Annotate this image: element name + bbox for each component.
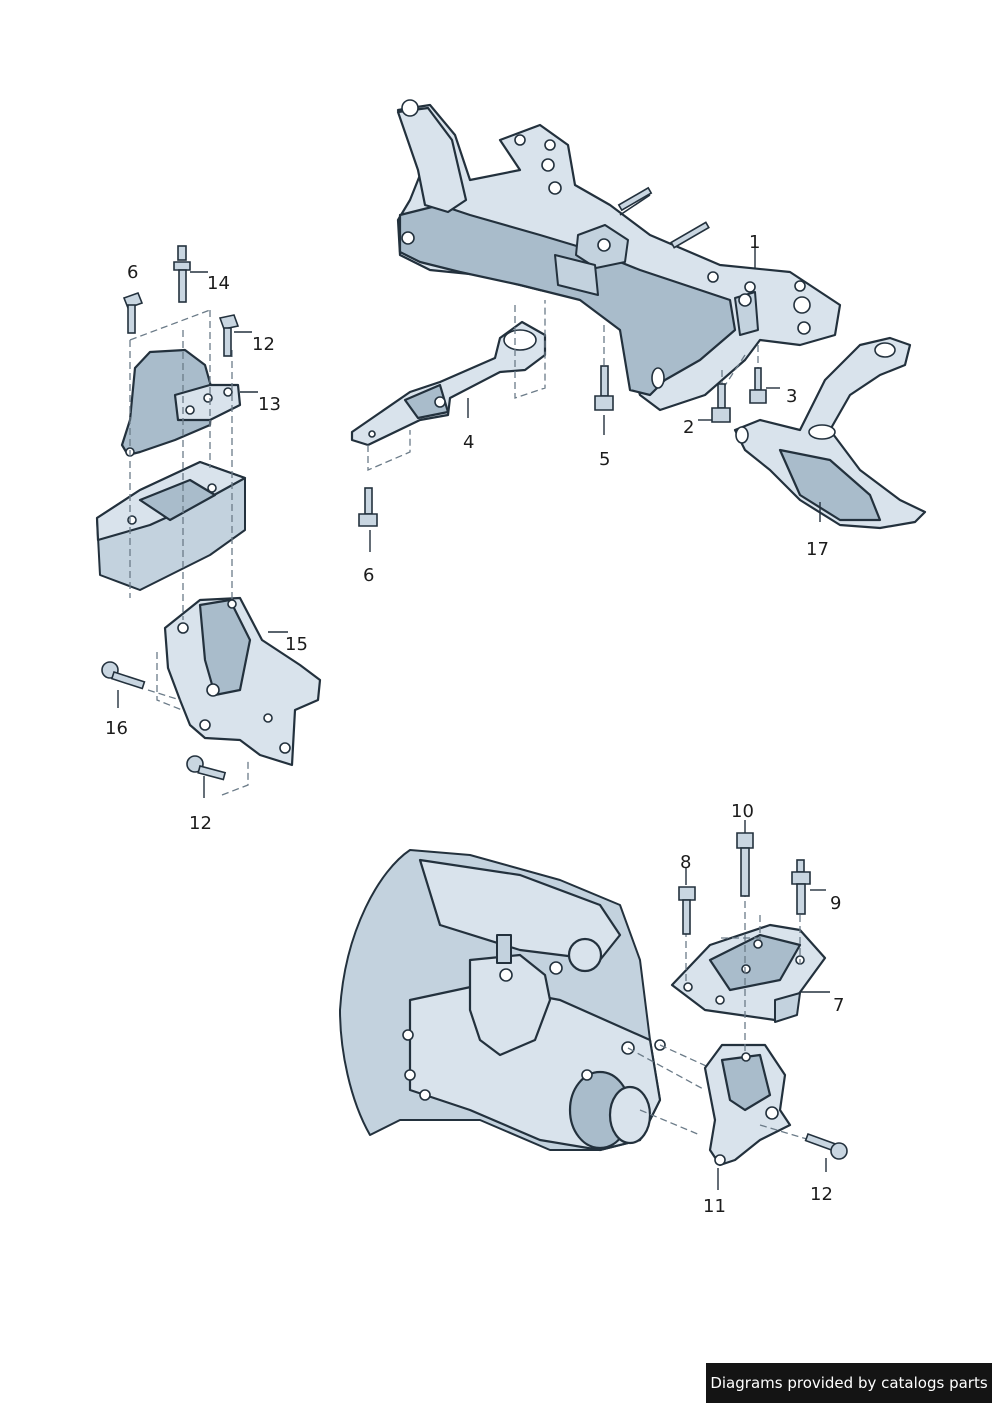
gearbox-bracket (703, 1043, 811, 1167)
bolt-icon (804, 1132, 848, 1160)
engine-mount-left (120, 348, 242, 457)
callout-12-lower-left: 12 (189, 813, 212, 834)
callout-10: 10 (731, 801, 754, 822)
callout-14: 14 (207, 273, 230, 294)
gearbox-mount-pad (670, 923, 827, 1023)
callout-1: 1 (749, 232, 760, 253)
callout-15: 15 (285, 634, 308, 655)
callout-9: 9 (830, 893, 841, 914)
callout-12-right: 12 (810, 1184, 833, 1205)
callout-7: 7 (833, 995, 844, 1016)
credit-banner: Diagrams provided by catalogs parts (706, 1363, 992, 1403)
leader-lines (117, 246, 830, 1190)
mount-cushion-left (95, 460, 247, 591)
bolt-icon (678, 886, 696, 935)
torque-rod (350, 300, 547, 471)
gearbox (339, 849, 716, 1152)
callout-6-top: 6 (127, 262, 138, 283)
callout-16: 16 (105, 718, 128, 739)
bolt-icon (749, 367, 767, 404)
bolt-icon (358, 487, 378, 527)
callout-3: 3 (786, 386, 797, 407)
callout-17: 17 (806, 539, 829, 560)
callout-5: 5 (599, 449, 610, 470)
bolt-icon (186, 755, 227, 781)
bolt-icon (736, 832, 754, 897)
bolt-icon (711, 383, 731, 423)
callout-8: 8 (680, 852, 691, 873)
bolt-icon (218, 314, 240, 357)
bolt-icon (101, 661, 146, 690)
callout-11: 11 (703, 1196, 726, 1217)
engine-bracket-left (156, 596, 322, 767)
callout-4: 4 (463, 432, 474, 453)
bolt-icon (594, 365, 614, 411)
control-arm (733, 336, 927, 530)
bolt-icon-group (101, 245, 848, 1160)
subframe (396, 99, 842, 412)
bolt-icon (173, 245, 191, 303)
callout-6-bottom: 6 (363, 565, 374, 586)
bolt-icon (791, 859, 811, 915)
callout-2: 2 (683, 417, 694, 438)
callout-labels: 1 2 3 4 5 6 6 7 8 9 10 11 12 12 12 13 14… (105, 232, 844, 1217)
bolt-icon (122, 291, 144, 334)
callout-13: 13 (258, 394, 281, 415)
callout-12-upper: 12 (252, 334, 275, 355)
